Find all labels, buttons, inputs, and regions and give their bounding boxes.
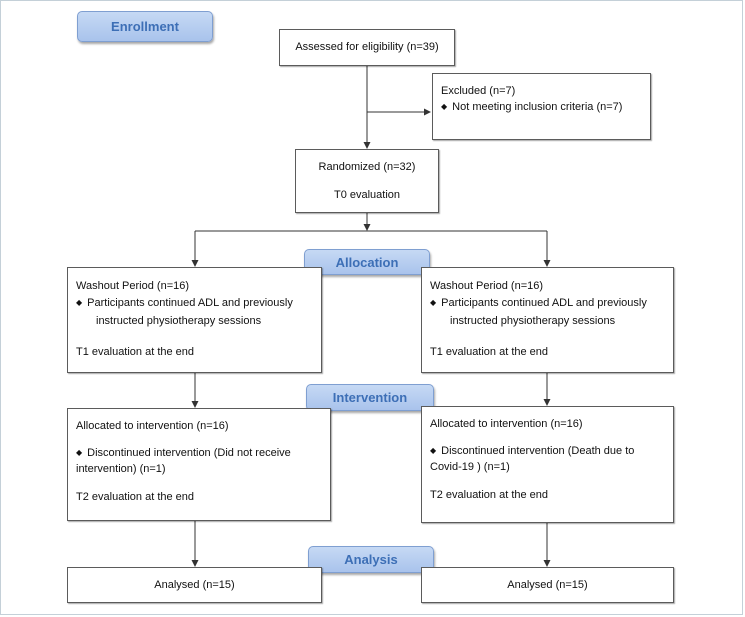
intervention-right-box: Allocated to intervention (n=16) ◆ Discon… bbox=[421, 406, 674, 523]
intervention-left-eval: T2 evaluation at the end bbox=[76, 491, 195, 503]
stage-allocation: Allocation bbox=[304, 249, 430, 275]
stage-analysis-label: Analysis bbox=[344, 552, 398, 567]
stage-intervention: Intervention bbox=[306, 384, 434, 411]
washout-left-bullet-line2: instructed physiotherapy sessions bbox=[96, 315, 262, 327]
intervention-right-eval: T2 evaluation at the end bbox=[430, 489, 549, 501]
analysed-left-box: Analysed (n=15) bbox=[67, 567, 322, 603]
randomized-title: Randomized (n=32) bbox=[318, 161, 416, 173]
stage-analysis: Analysis bbox=[308, 546, 434, 573]
intervention-right-bullet-line2: Covid-19 ) (n=1) bbox=[430, 461, 510, 473]
washout-left-title: Washout Period (n=16) bbox=[76, 280, 190, 292]
analysed-right-text: Analysed (n=15) bbox=[507, 579, 588, 591]
excluded-title: Excluded (n=7) bbox=[441, 85, 516, 97]
washout-right-bullet-line2: instructed physiotherapy sessions bbox=[450, 315, 616, 327]
intervention-right-bullet: ◆ Discontinued intervention (Death due to bbox=[430, 444, 634, 459]
washout-left-box: Washout Period (n=16) ◆ Participants cont… bbox=[67, 267, 322, 373]
intervention-left-box: Allocated to intervention (n=16) ◆ Discon… bbox=[67, 408, 331, 521]
washout-right-bullet-line1: Participants continued ADL and previousl… bbox=[441, 297, 647, 309]
intervention-left-bullet-line2: intervention) (n=1) bbox=[76, 463, 166, 475]
excluded-bullet-item: ◆ Not meeting inclusion criteria (n=7) bbox=[441, 100, 622, 115]
randomized-eval: T0 evaluation bbox=[333, 189, 401, 201]
intervention-left-bullet-line1: Discontinued intervention (Did not recei… bbox=[87, 447, 291, 459]
washout-right-bullet: ◆ Participants continued ADL and previous… bbox=[430, 296, 647, 311]
stage-enrollment: Enrollment bbox=[77, 11, 213, 42]
analysed-left-text: Analysed (n=15) bbox=[154, 579, 235, 591]
intervention-right-title: Allocated to intervention (n=16) bbox=[430, 418, 583, 430]
assessed-box: Assessed for eligibility (n=39) bbox=[279, 29, 455, 66]
stage-intervention-label: Intervention bbox=[332, 390, 408, 405]
intervention-right-bullet-line1: Discontinued intervention (Death due to bbox=[441, 445, 635, 457]
washout-left-bullet-line1: Participants continued ADL and previousl… bbox=[87, 297, 293, 309]
washout-left-eval: T1 evaluation at the end bbox=[76, 346, 195, 358]
randomized-box: Randomized (n=32) T0 evaluation bbox=[295, 149, 439, 213]
bullet-icon: ◆ bbox=[76, 448, 83, 457]
bullet-icon: ◆ bbox=[441, 102, 448, 111]
excluded-bullet-text: Not meeting inclusion criteria (n=7) bbox=[452, 101, 623, 113]
washout-left-bullet: ◆ Participants continued ADL and previous… bbox=[76, 296, 293, 311]
assessed-text: Assessed for eligibility (n=39) bbox=[295, 41, 439, 53]
washout-right-box: Washout Period (n=16) ◆ Participants cont… bbox=[421, 267, 674, 373]
washout-right-title: Washout Period (n=16) bbox=[430, 280, 544, 292]
intervention-left-title: Allocated to intervention (n=16) bbox=[76, 420, 229, 432]
bullet-icon: ◆ bbox=[430, 446, 437, 455]
bullet-icon: ◆ bbox=[430, 298, 437, 307]
analysed-right-box: Analysed (n=15) bbox=[421, 567, 674, 603]
intervention-left-bullet: ◆ Discontinued intervention (Did not rece… bbox=[76, 446, 291, 461]
bullet-icon: ◆ bbox=[76, 298, 83, 307]
stage-allocation-label: Allocation bbox=[335, 254, 399, 270]
excluded-box: Excluded (n=7) ◆ Not meeting inclusion cr… bbox=[432, 73, 651, 140]
stage-enrollment-label: Enrollment bbox=[111, 19, 179, 34]
washout-right-eval: T1 evaluation at the end bbox=[430, 346, 549, 358]
